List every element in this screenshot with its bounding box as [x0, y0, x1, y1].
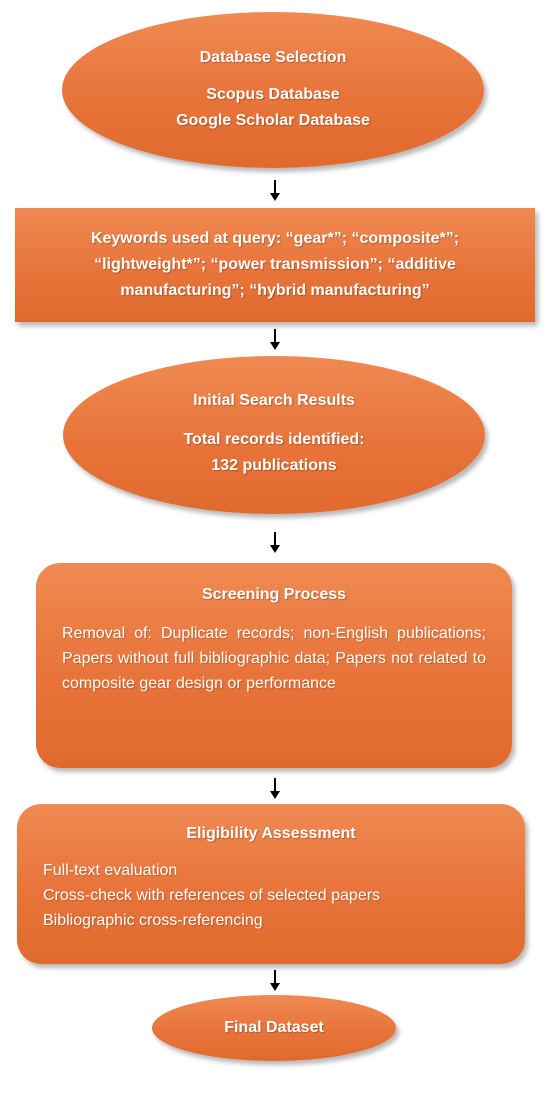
final-dataset-node: Final Dataset — [152, 995, 396, 1061]
publication-count: 132 publications — [211, 457, 337, 474]
arrow-down-icon — [270, 970, 280, 991]
initial-search-results-title: Initial Search Results — [193, 392, 355, 409]
keywords-line: manufacturing”; “hybrid manufacturing” — [120, 282, 430, 299]
total-records-label: Total records identified: — [183, 431, 365, 448]
arrow-down-icon — [270, 180, 280, 201]
eligibility-item: Bibliographic cross-referencing — [43, 912, 263, 929]
screening-process-title: Screening Process — [201, 586, 347, 603]
eligibility-item: Full-text evaluation — [43, 862, 178, 879]
database-selection-title: Database Selection — [199, 49, 347, 66]
eligibility-assessment-title: Eligibility Assessment — [186, 825, 356, 842]
screening-process-node: Screening Process Removal of: Duplicate … — [36, 563, 512, 768]
database-selection-node: Database Selection Scopus Database Googl… — [62, 12, 484, 168]
eligibility-assessment-node: Eligibility Assessment Full-text evaluat… — [17, 804, 525, 964]
eligibility-item: Cross-check with references of selected … — [43, 887, 381, 904]
database-line-google-scholar: Google Scholar Database — [176, 112, 370, 129]
arrow-down-icon — [270, 532, 280, 553]
screening-criteria-text: Removal of: Duplicate records; non-Engli… — [62, 625, 486, 692]
keywords-node: Keywords used at query: “gear*”; “compos… — [15, 208, 535, 322]
arrow-down-icon — [270, 329, 280, 350]
keywords-line: Keywords used at query: “gear*”; “compos… — [90, 230, 460, 247]
database-line-scopus: Scopus Database — [206, 86, 340, 103]
arrow-down-icon — [270, 778, 280, 799]
initial-search-results-node: Initial Search Results Total records ide… — [63, 356, 485, 514]
keywords-line: “lightweight*”; “power transmission”; “a… — [94, 256, 456, 273]
final-dataset-title: Final Dataset — [224, 1019, 324, 1036]
